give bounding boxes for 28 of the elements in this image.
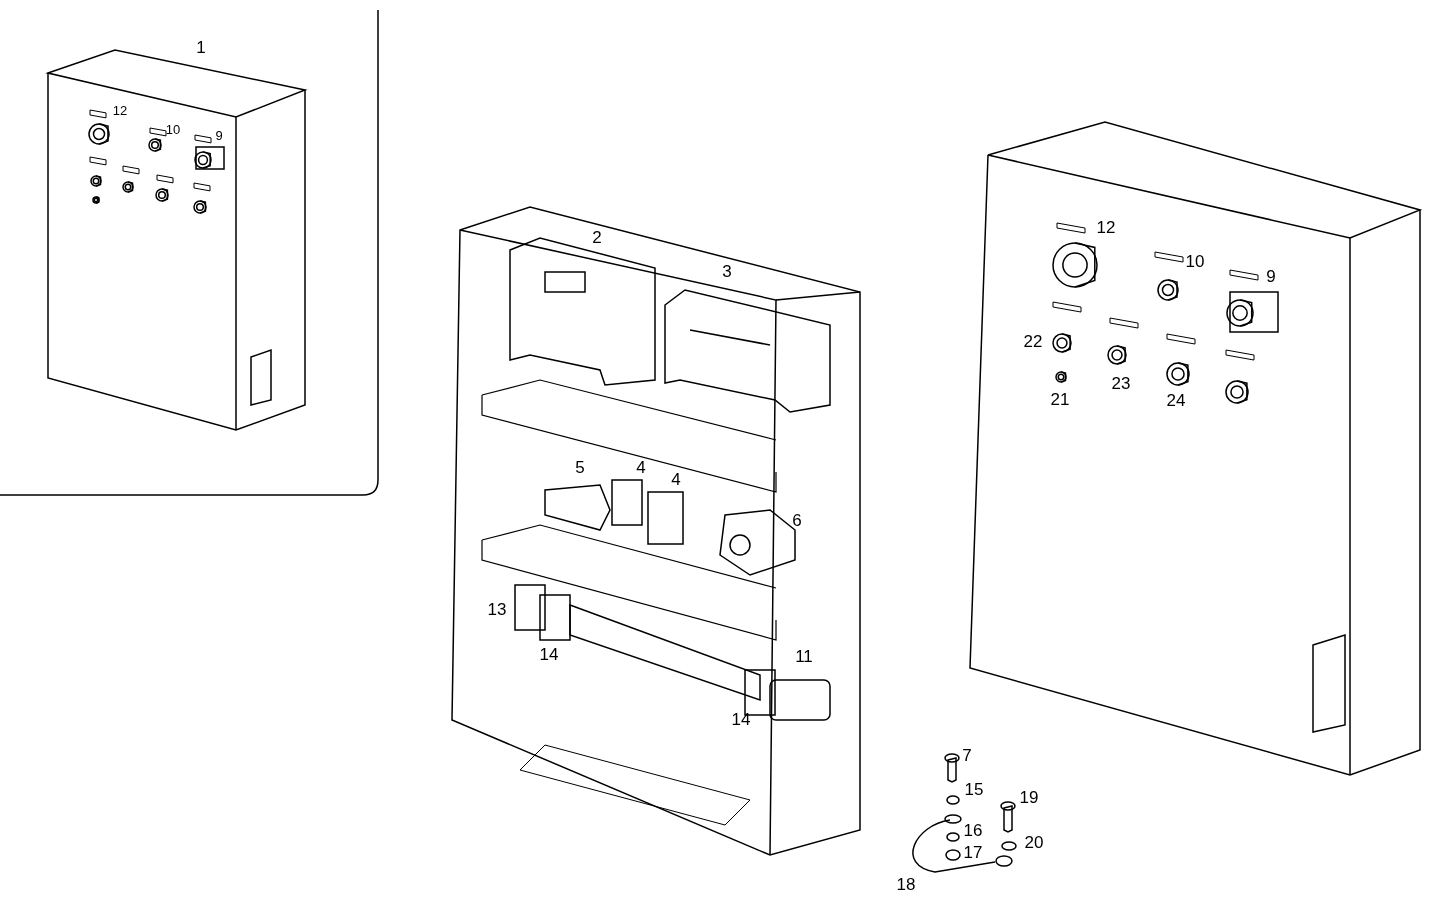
callout-number: 13 xyxy=(487,601,507,619)
callout-number: 15 xyxy=(964,781,984,799)
callout-number: 21 xyxy=(1050,391,1070,409)
callout-number: 10 xyxy=(1185,253,1205,271)
callout-number: 12 xyxy=(112,104,128,118)
callout-number: 23 xyxy=(1111,375,1131,393)
callout-number: 14 xyxy=(539,646,559,664)
callout-number: 5 xyxy=(575,459,585,477)
callout-number: 10 xyxy=(165,123,181,137)
callout-number: 9 xyxy=(215,129,223,143)
callout-number: 1 xyxy=(196,39,206,57)
callout-number: 20 xyxy=(1024,834,1044,852)
callout-number: 4 xyxy=(671,471,681,489)
callout-number: 24 xyxy=(1166,392,1186,410)
callout-number: 17 xyxy=(963,844,983,862)
callout-number: 6 xyxy=(792,512,802,530)
callout-number: 9 xyxy=(1266,268,1276,286)
callout-number: 4 xyxy=(636,459,646,477)
callout-number: 18 xyxy=(896,876,916,894)
callout-number: 14 xyxy=(731,711,751,729)
callout-number: 7 xyxy=(962,747,972,765)
callout-number: 19 xyxy=(1019,789,1039,807)
callout-number: 16 xyxy=(963,822,983,840)
callout-number: 11 xyxy=(795,648,813,666)
callout-number: 3 xyxy=(722,263,732,281)
callout-number: 22 xyxy=(1023,333,1043,351)
callout-number: 12 xyxy=(1096,219,1116,237)
callout-number: 2 xyxy=(592,229,602,247)
